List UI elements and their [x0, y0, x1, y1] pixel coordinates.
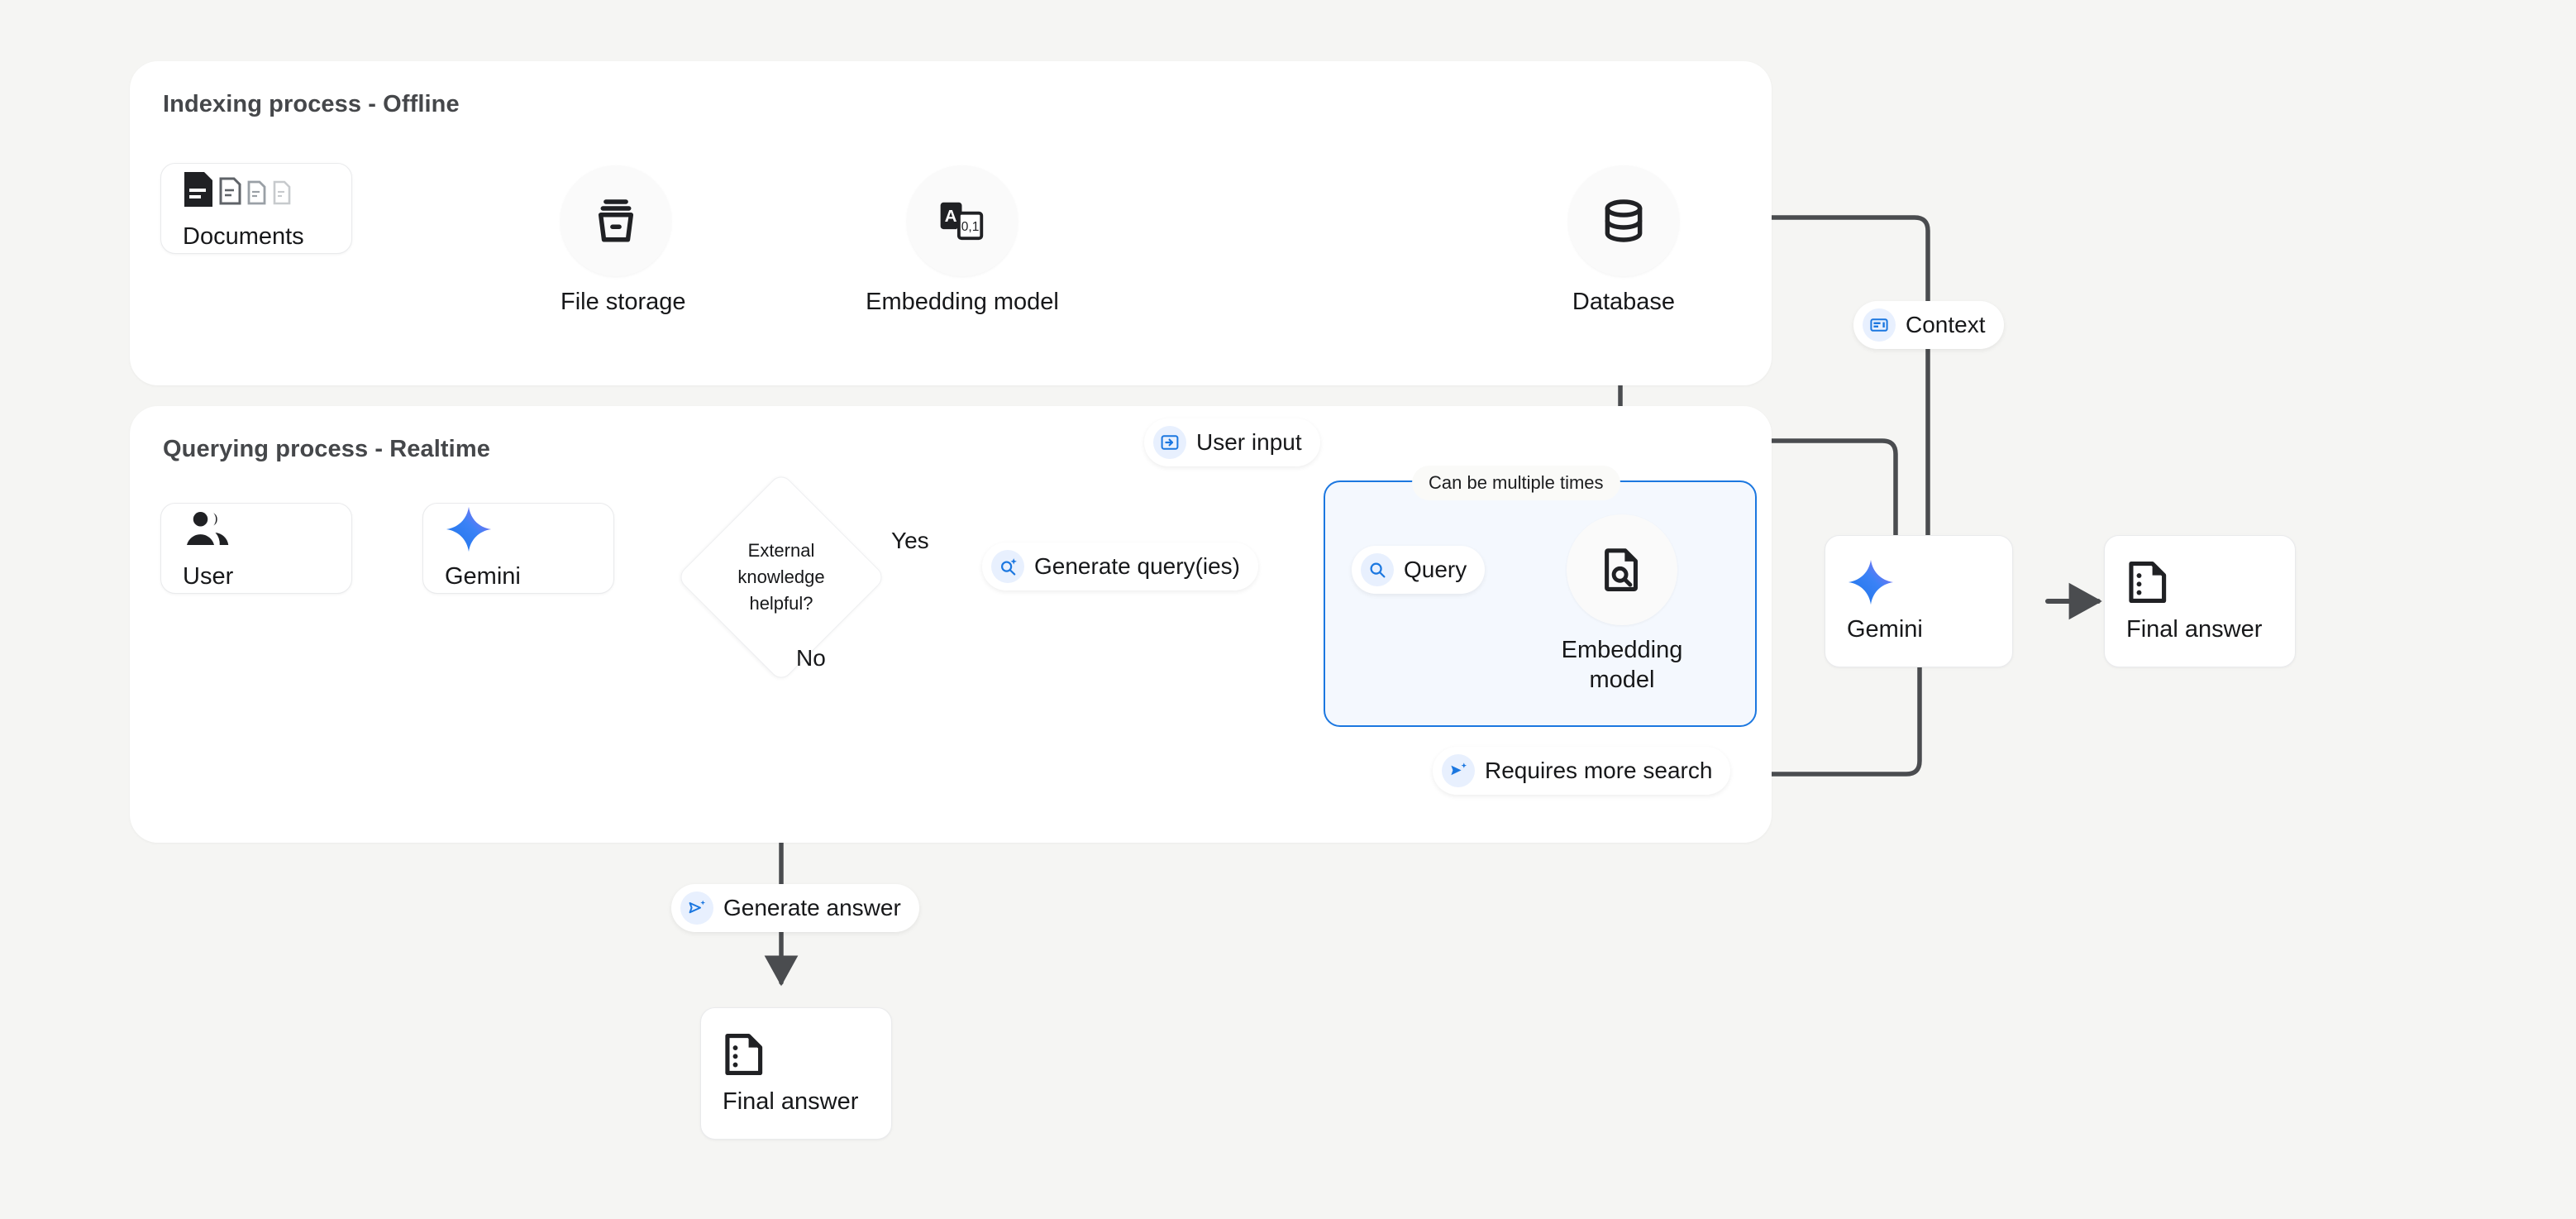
pill-query-label: Query [1404, 557, 1467, 582]
node-final-answer-bottom[interactable]: Final answer [700, 1007, 892, 1140]
input-login-icon [1153, 426, 1186, 459]
decision-line-3: helpful? [749, 592, 813, 614]
panel-indexing-process: Indexing process - Offline [130, 61, 1772, 385]
node-final-answer-right-label: Final answer [2126, 616, 2263, 643]
send-sparkle-icon [680, 892, 713, 925]
pill-context-label: Context [1906, 312, 1986, 337]
pill-user-input[interactable]: User input [1144, 418, 1320, 466]
pill-generate-queries-label: Generate query(ies) [1034, 553, 1241, 579]
search-sparkle-icon [991, 550, 1024, 583]
label-can-be-multiple-times: Can be multiple times [1412, 466, 1620, 500]
decision-line-1: External [747, 540, 815, 562]
panel-querying-title: Querying process - Realtime [163, 436, 490, 462]
node-documents-label: Documents [183, 223, 304, 251]
context-card-icon [1863, 308, 1896, 342]
node-gemini-right[interactable]: Gemini [1825, 535, 2013, 667]
final-answer-doc-icon [723, 1031, 891, 1078]
node-embedding-model[interactable]: A 0,1 [907, 165, 1018, 276]
node-database-label: Database [1572, 289, 1676, 315]
send-sparkle-icon [1442, 754, 1475, 787]
gemini-sparkle-icon [1847, 559, 2012, 605]
qem-line-1: Embedding [1561, 637, 1683, 663]
pill-context[interactable]: Context [1853, 301, 2004, 349]
pill-requires-more-search[interactable]: Requires more search [1433, 747, 1731, 795]
pill-query[interactable]: Query [1352, 546, 1486, 594]
pill-user-input-label: User input [1196, 429, 1302, 455]
decision-text: External knowledge helpful? [707, 503, 856, 652]
svg-text:0,1: 0,1 [961, 220, 980, 234]
edge-label-yes: Yes [891, 528, 929, 553]
translate-embedding-icon: A 0,1 [940, 202, 984, 241]
node-documents[interactable]: Documents [160, 163, 352, 254]
node-user[interactable]: User [160, 503, 352, 594]
decision-line-2: knowledge [737, 566, 825, 588]
query-retrieval-loop-region [1324, 480, 1757, 727]
pill-generate-answer[interactable]: Generate answer [671, 884, 919, 932]
gemini-sparkle-icon [445, 506, 613, 552]
wire-database-context-gemini [1729, 215, 1945, 595]
node-decision-external-knowledge[interactable]: External knowledge helpful? [675, 471, 887, 683]
node-query-embedding-model-label: Embedding model [1539, 635, 1705, 696]
wire-requires-more-search [1737, 662, 1922, 777]
node-gemini-left-label: Gemini [445, 563, 521, 590]
edge-label-no: No [796, 645, 826, 671]
node-user-label: User [183, 563, 234, 590]
final-answer-doc-icon [2126, 559, 2295, 605]
user-group-icon [183, 506, 351, 552]
panel-indexing-title: Indexing process - Offline [163, 91, 460, 117]
search-icon [1361, 553, 1394, 586]
pill-requires-more-search-label: Requires more search [1485, 758, 1713, 783]
pill-generate-queries[interactable]: Generate query(ies) [982, 543, 1259, 590]
node-gemini-left[interactable]: Gemini [422, 503, 614, 594]
node-final-answer-right[interactable]: Final answer [2104, 535, 2296, 667]
node-file-storage-label: File storage [561, 289, 686, 315]
document-search-icon [1605, 548, 1638, 591]
database-icon [1605, 199, 1643, 242]
node-final-answer-bottom-label: Final answer [723, 1088, 859, 1116]
documents-icon [183, 166, 351, 213]
qem-line-2: model [1589, 667, 1655, 694]
node-file-storage[interactable] [561, 165, 671, 276]
svg-text:A: A [945, 207, 957, 226]
node-gemini-right-label: Gemini [1847, 616, 1923, 643]
node-embedding-model-label: Embedding model [866, 289, 1059, 315]
node-query-embedding-model[interactable] [1567, 514, 1677, 625]
file-storage-icon [598, 199, 634, 242]
node-database[interactable] [1568, 165, 1679, 276]
pill-generate-answer-label: Generate answer [723, 895, 901, 920]
